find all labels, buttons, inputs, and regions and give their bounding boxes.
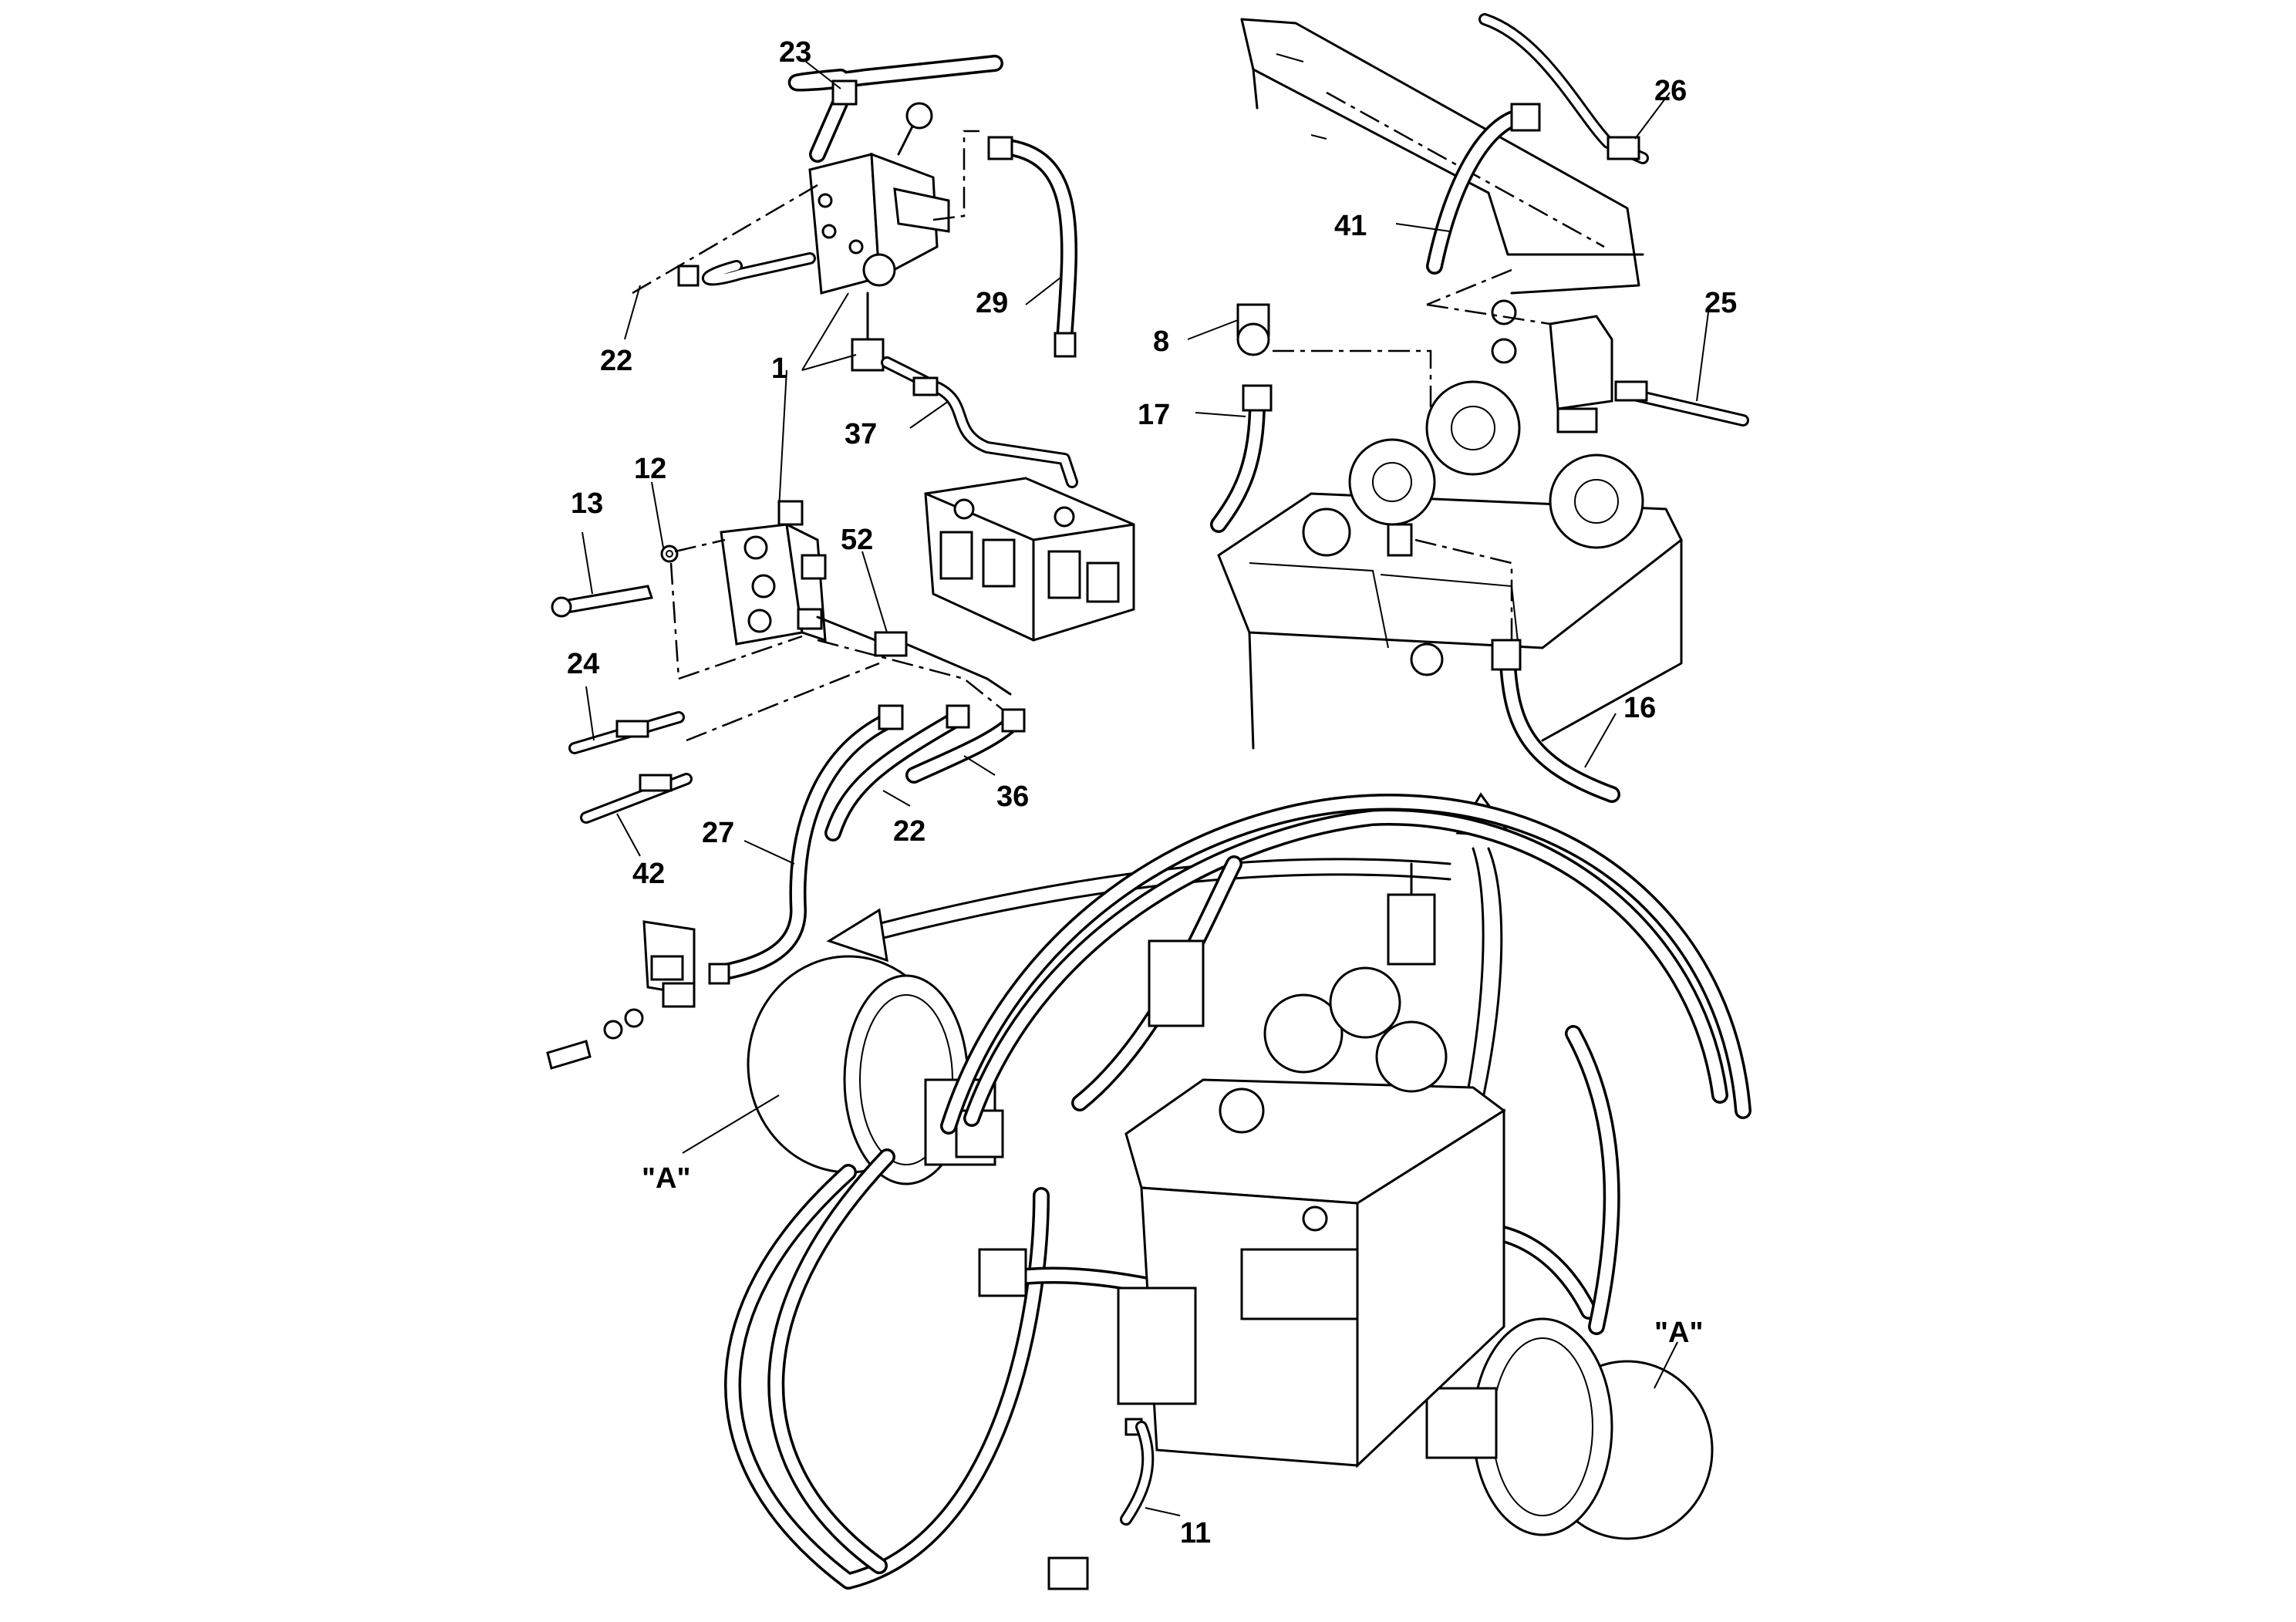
hose-17 — [1210, 384, 1273, 533]
hose-42 — [580, 773, 693, 824]
callout-36: 36 — [996, 781, 1029, 813]
hose-22-lower — [824, 704, 970, 841]
left-valve-block — [551, 500, 827, 679]
hose-11 — [1120, 1421, 1155, 1526]
hose-26 — [1478, 13, 1649, 164]
callout-a-left: "A" — [642, 1162, 690, 1195]
callout-11: 11 — [1180, 1517, 1211, 1549]
callout-29: 29 — [976, 287, 1008, 319]
callout-12: 12 — [634, 453, 666, 485]
hose-24 — [568, 711, 685, 754]
hose-29 — [987, 136, 1078, 358]
hose-25 — [1614, 380, 1749, 427]
callout-42: 42 — [632, 858, 665, 890]
machine-pumps — [1263, 862, 1448, 1093]
callout-23: 23 — [779, 36, 811, 69]
callout-25: 25 — [1704, 287, 1737, 319]
tee-52 — [678, 615, 1012, 742]
callout-1: 1 — [771, 352, 787, 385]
hose-16 — [1414, 538, 1620, 803]
hose-36 — [905, 708, 1026, 784]
fitting-bracket — [546, 920, 730, 1070]
machine-valves — [978, 939, 1359, 1590]
callout-16: 16 — [1623, 692, 1656, 724]
callout-52: 52 — [841, 524, 873, 556]
callout-22-lower: 22 — [893, 815, 925, 848]
fitting-8 — [1236, 303, 1432, 432]
valve-block-upper — [632, 55, 1003, 372]
right-wheel-motor — [1425, 1317, 1714, 1540]
hose-37 — [881, 356, 1078, 488]
callout-41: 41 — [1334, 210, 1367, 242]
tank-valve — [1426, 268, 1613, 433]
leader-lines — [582, 61, 1709, 1516]
callout-13: 13 — [571, 487, 603, 520]
callout-8: 8 — [1153, 325, 1169, 358]
hose-41 — [1426, 103, 1541, 275]
callout-a-right: "A" — [1654, 1317, 1703, 1349]
callout-22-upper: 22 — [600, 345, 632, 377]
callout-37: 37 — [845, 418, 877, 450]
hose-27 — [716, 704, 904, 980]
callout-24: 24 — [567, 648, 599, 680]
callout-26: 26 — [1654, 75, 1687, 107]
callout-labels: 23 22 29 1 37 13 12 52 24 36 22 42 27 26… — [567, 36, 1737, 1549]
main-valve-assembly — [924, 477, 1135, 642]
callout-17: 17 — [1138, 399, 1170, 431]
pump-group — [1348, 380, 1644, 557]
callout-27: 27 — [702, 817, 734, 849]
